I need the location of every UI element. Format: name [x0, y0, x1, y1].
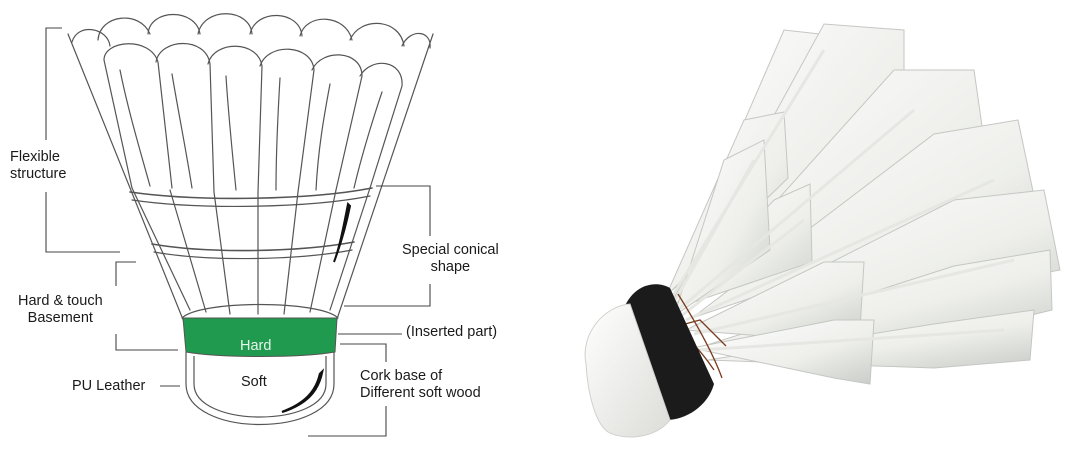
thread — [151, 241, 355, 252]
feather — [103, 43, 173, 189]
shading — [281, 368, 325, 414]
skirt-outline — [335, 33, 434, 323]
label-flexible-structure: Flexible structure — [10, 149, 67, 182]
shading — [333, 201, 352, 263]
feather — [311, 54, 363, 191]
feather — [103, 59, 133, 189]
black-band — [624, 284, 714, 420]
feather — [299, 18, 353, 41]
feather — [401, 32, 431, 49]
cork-outline — [193, 356, 327, 418]
feather-shaft — [169, 189, 207, 313]
feather-fold — [119, 69, 151, 187]
shuttlecock-diagram — [45, 13, 434, 437]
feather — [147, 13, 201, 35]
leader-line — [115, 261, 136, 286]
feather — [155, 42, 215, 193]
leader-line — [376, 185, 431, 236]
feather — [359, 62, 403, 189]
label-hard-touch-basement: Hard & touch Basement — [18, 293, 103, 326]
feather-fold — [315, 83, 331, 191]
feather — [691, 319, 875, 385]
thread — [129, 187, 373, 200]
base-rim — [181, 303, 339, 319]
feather-shaft — [670, 159, 756, 307]
leader-line — [115, 334, 178, 351]
thread — [131, 195, 371, 208]
feather — [197, 13, 253, 35]
feather-shaft — [329, 187, 371, 311]
skirt-outline — [67, 33, 185, 323]
label-hard: Hard — [240, 338, 272, 354]
feather-shaft — [675, 218, 805, 322]
leader-line — [308, 406, 387, 437]
hard-band — [182, 317, 338, 357]
feather-shaft — [677, 108, 915, 312]
label-special-conical-shape: Special conical shape — [402, 242, 499, 275]
label-inserted-part: (Inserted part) — [406, 324, 498, 340]
feather — [349, 22, 405, 47]
leader-line — [45, 27, 62, 140]
feather-shaft — [283, 191, 299, 315]
feather-fold — [225, 75, 237, 191]
feather-fold — [275, 77, 281, 191]
feather-shaft — [309, 189, 337, 313]
cork-base — [584, 303, 671, 438]
leader-line — [340, 343, 387, 362]
thread — [153, 249, 353, 260]
feather-fold — [171, 73, 193, 189]
feather — [71, 28, 111, 47]
feather — [207, 45, 263, 193]
feather-shaft — [693, 258, 1015, 336]
label-cork-base: Cork base of Different soft wood — [360, 368, 481, 401]
feather-shaft — [699, 328, 1005, 352]
feather-shaft — [213, 191, 231, 315]
leader-line — [344, 284, 431, 307]
binding-string — [677, 293, 723, 379]
feather-shaft — [131, 187, 191, 311]
feather — [97, 17, 151, 41]
leader-line — [45, 192, 120, 253]
feather-shaft — [685, 178, 995, 322]
feather — [259, 48, 315, 193]
feather — [249, 14, 303, 37]
label-pu-leather: PU Leather — [72, 378, 146, 394]
feather-fold — [353, 91, 383, 189]
label-soft: Soft — [241, 374, 267, 390]
shuttlecock-photo — [584, 23, 1061, 438]
cork-outline — [185, 352, 335, 426]
